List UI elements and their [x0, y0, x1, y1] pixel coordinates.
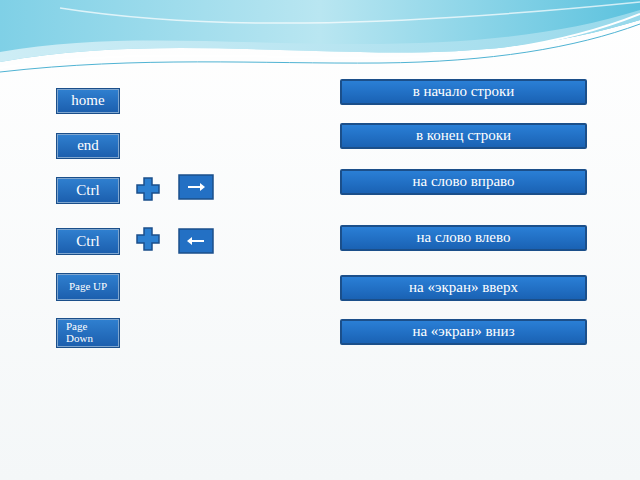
key-box: Ctrl	[57, 178, 119, 203]
description-box: в конец строки	[340, 123, 587, 149]
description-box: на слово вправо	[340, 169, 587, 195]
key-box: Page UP	[57, 274, 119, 300]
description-text: в начало строки	[413, 84, 515, 100]
top-wave	[0, 0, 640, 62]
plus-sign	[137, 178, 159, 200]
key-label: Page UP	[69, 281, 107, 293]
key-label: Page Down	[66, 321, 110, 344]
key-label: Ctrl	[76, 234, 99, 250]
wave-line	[60, 2, 640, 23]
description-box: в начало строки	[340, 79, 587, 105]
key-label: home	[71, 93, 104, 109]
key-label: Ctrl	[76, 183, 99, 199]
description-text: на «экран» вниз	[412, 324, 514, 340]
description-text: на слово влево	[417, 230, 511, 246]
description-box: на слово влево	[340, 225, 587, 251]
right-arrow-key	[179, 175, 213, 199]
key-box: home	[57, 89, 119, 113]
key-label: end	[77, 138, 99, 154]
plus-sign	[137, 228, 159, 250]
description-text: в конец строки	[416, 128, 511, 144]
description-box: на «экран» вверх	[340, 275, 587, 301]
description-text: на «экран» вверх	[409, 280, 518, 296]
description-box: на «экран» вниз	[340, 319, 587, 345]
key-box: end	[57, 134, 119, 158]
key-box: Ctrl	[57, 229, 119, 254]
wave-line	[0, 24, 640, 72]
key-box: Page Down	[57, 319, 119, 347]
top-wave-band	[0, 10, 640, 62]
description-text: на слово вправо	[412, 174, 514, 190]
left-arrow-key	[179, 229, 213, 253]
